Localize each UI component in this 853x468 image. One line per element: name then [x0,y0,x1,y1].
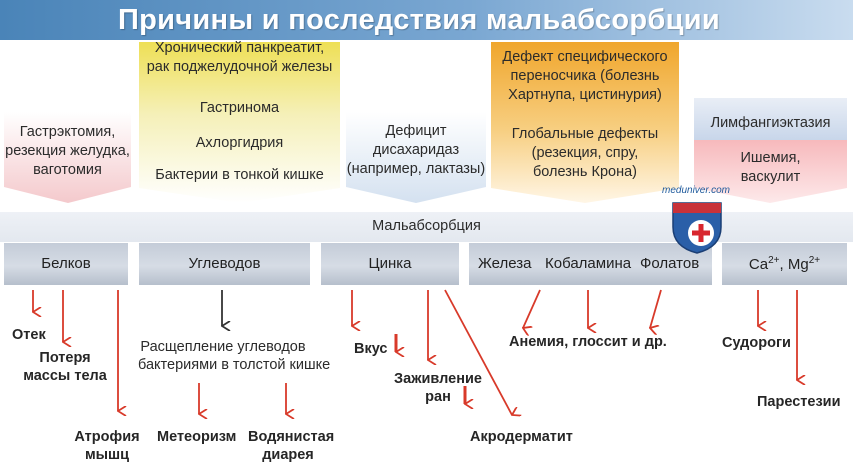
ion-ca-charge: 2+ [768,255,780,266]
effect-watery-diarrhea: Водянистая диарея [248,428,335,464]
cause-gastric-line: ваготомия [33,162,102,178]
nutrient-iron: Железа [478,255,532,272]
cause-box-gastric [4,112,131,203]
nutrient-box-iron-b12-folate [469,243,712,285]
nutrient-box-zinc [321,243,459,285]
cause-transport-line: Хартнупа, цистинурия) [508,87,662,103]
effect-healing-line: ран [425,389,451,405]
cause-disaccharidase-line: дисахаридаз [372,142,460,158]
cause-box-transport [491,42,679,203]
cause-global-line: болезнь Крона) [533,164,637,180]
effect-cramps: Судороги [722,335,791,351]
cause-global-line: (резекция, спру, [531,145,639,161]
effect-acrodermatitis: Акродерматит [470,429,573,445]
effect-meteorism: Метеоризм [157,429,237,445]
cause-gastric: Гастрэктомия, резекция желудка, ваготоми… [4,123,131,180]
cause-box-ischemia [694,140,847,203]
effect-weight-loss: Потеря массы тела [20,349,110,385]
cause-gastric-line: резекция желудка, [5,143,130,159]
cause-pancreatitis: Хронический панкреатит, [154,40,325,56]
nutrient-ions: Ca2+, Mg2+ [722,255,847,273]
cause-ischemia: Ишемия, васкулит [694,149,847,187]
watermark-text: meduniver.com [662,185,730,196]
watermark-logo: meduniver.com [656,185,736,257]
effect-atrophy-line: Атрофия [74,429,140,445]
cause-transporter-defect: Дефект специфического переносчика (болез… [491,48,679,105]
effect-muscle-atrophy: Атрофия мышц [72,428,142,464]
cause-gastric-line: Гастрэктомия, [19,124,116,140]
effect-paresthesia: Парестезии [757,394,841,410]
nutrient-zinc: Цинка [368,255,412,272]
cause-transport-line: Дефект специфического [502,49,668,65]
effect-carb-line: бактериями в толстой кишке [138,357,331,373]
effect-healing-line: Заживление [394,371,482,387]
cause-global-line: Глобальные дефекты [511,126,659,142]
effect-weight-loss-line: массы тела [23,368,107,384]
malabsorption-label: Мальабсорбция [372,218,481,234]
ion-mg-charge: 2+ [808,255,821,266]
cause-disaccharidase-line: (например, лактазы) [346,161,486,177]
effect-carb-fermentation: Расщепление углеводов бактериями в толст… [138,338,331,374]
cause-achlorhydria: Ахлоргидрия [195,135,284,151]
effect-arrows [33,289,797,415]
effect-carb-line: Расщепление углеводов [140,339,306,355]
cause-box-disaccharidase [346,112,486,203]
cause-global-defects: Глобальные дефекты (резекция, спру, боле… [491,125,679,182]
cause-ischemia-line: Ишемия, [740,150,801,166]
effect-edema: Отек [12,327,46,343]
nutrient-box-carbs [139,243,310,285]
cause-box-pancreatic [139,42,340,203]
nutrient-box-ions [722,243,847,285]
nutrient-carbs: Углеводов [188,255,261,272]
ion-ca: Ca [748,256,769,273]
medical-cross-icon [672,202,722,254]
cause-pancreatic: Хронический панкреатит, рак поджелудочно… [139,39,340,77]
cause-transport-line: переносчика (болезнь [510,68,660,84]
effect-anemia-glossitis: Анемия, глоссит и др. [509,334,667,350]
cause-pancreatic-cancer: рак поджелудочной железы [146,59,333,75]
nutrient-cobalamin: Кобаламина [545,255,632,272]
effect-taste: Вкус [354,341,388,357]
nutrient-proteins: Белков [41,255,91,272]
cause-bacteria: Бактерии в тонкой кишке [155,167,324,183]
cause-lymphangiectasia: Лимфангиэктазия [710,115,831,131]
effect-diarrhea-line: диарея [262,447,314,463]
cause-box-lymph [694,98,847,140]
effect-atrophy-line: мышц [84,447,130,463]
nutrient-folate: Фолатов [640,255,700,272]
nutrient-box-proteins [4,243,128,285]
effect-diarrhea-line: Водянистая [248,429,335,445]
cause-gastrinoma: Гастринома [199,100,280,116]
effect-wound-healing: Заживление ран [388,370,488,406]
page-title: Причины и последствия мальабсорбции [118,4,720,36]
cause-disaccharidase-line: Дефицит [385,123,447,139]
title-bar [0,0,853,40]
effect-weight-loss-line: Потеря [39,350,91,366]
ion-mg: , Mg [779,256,809,273]
cause-ischemia-line: васкулит [740,169,801,185]
cause-disaccharidase: Дефицит дисахаридаз (например, лактазы) [346,122,486,179]
